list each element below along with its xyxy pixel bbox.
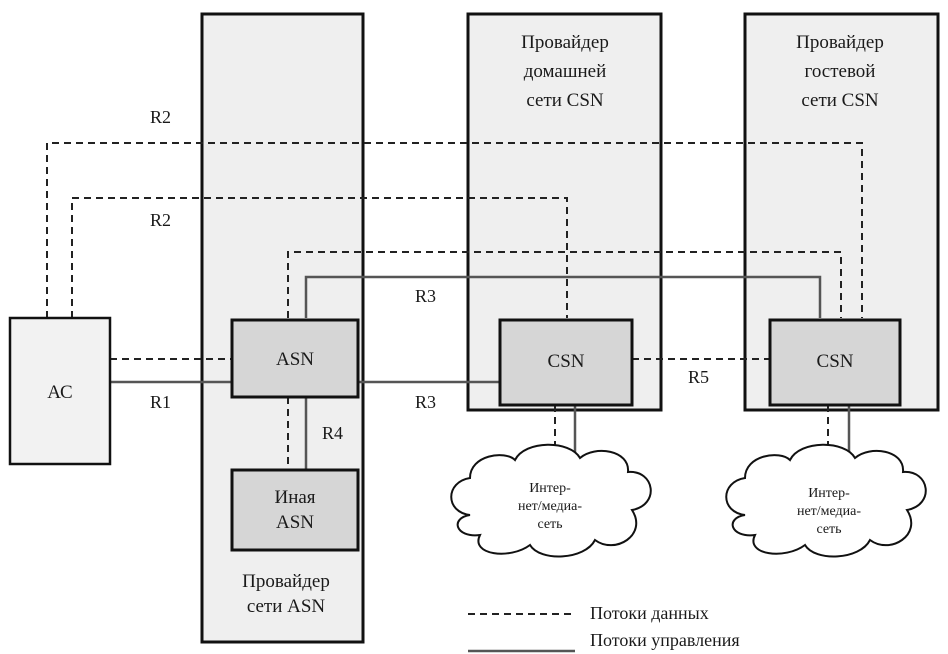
- r2-inner-dashed-line: [71, 197, 568, 318]
- r2-mid-label: R2: [150, 210, 171, 230]
- guest-csn-provider-label-line-3: сети CSN: [801, 90, 879, 111]
- home-cloud-label-line-2: нет/медиа-: [518, 499, 582, 514]
- guest-cloud-label-line-1: Интер-: [808, 486, 850, 501]
- asn-node: [230, 318, 360, 399]
- guest-cloud-label-line-3: сеть: [816, 522, 841, 537]
- home-csn-node: [498, 318, 634, 407]
- r4-label: R4: [322, 423, 343, 443]
- guest-internet-cloud: [725, 443, 927, 558]
- home-csn-provider-label-line-2: домашней: [524, 61, 607, 82]
- asn-provider-label-line-2: сети ASN: [247, 596, 326, 617]
- home-cloud-label-line-1: Интер-: [529, 481, 571, 496]
- home-csn-provider-label-line-3: сети CSN: [526, 90, 604, 111]
- legend-control-flows-label: Потоки управления: [590, 630, 740, 650]
- r2-top-label: R2: [150, 107, 171, 127]
- home-csn-provider-label-line-1: Провайдер: [521, 32, 609, 53]
- asn-provider-label-line-1: Провайдер: [242, 571, 330, 592]
- r2-outer-dashed-line: [46, 142, 863, 318]
- other-asn-label-line-1: Иная: [274, 487, 315, 508]
- r3-bottom-label: R3: [415, 392, 436, 412]
- r3-top-label: R3: [415, 286, 436, 306]
- asn-node-label: ASN: [276, 349, 314, 370]
- guest-csn-provider-label-line-1: Провайдер: [796, 32, 884, 53]
- ac-label: АС: [47, 382, 72, 403]
- other-asn-label-line-2: ASN: [276, 512, 314, 533]
- home-csn-node-label: CSN: [548, 351, 585, 372]
- r1-label: R1: [150, 392, 171, 412]
- guest-csn-node-label: CSN: [817, 351, 854, 372]
- ac-box: [8, 316, 112, 466]
- guest-csn-provider-label-line-2: гостевой: [805, 61, 876, 82]
- guest-cloud-label-line-2: нет/медиа-: [797, 504, 861, 519]
- guest-csn-node: [768, 318, 902, 407]
- r3-solid-line: [304, 275, 822, 318]
- home-internet-cloud: [450, 443, 652, 558]
- r5-label: R5: [688, 367, 709, 387]
- r3-dashed-line: [287, 251, 842, 318]
- legend-data-flows-label: Потоки данных: [590, 603, 709, 623]
- home-cloud-label-line-3: сеть: [537, 517, 562, 532]
- other-asn-node: [230, 468, 360, 552]
